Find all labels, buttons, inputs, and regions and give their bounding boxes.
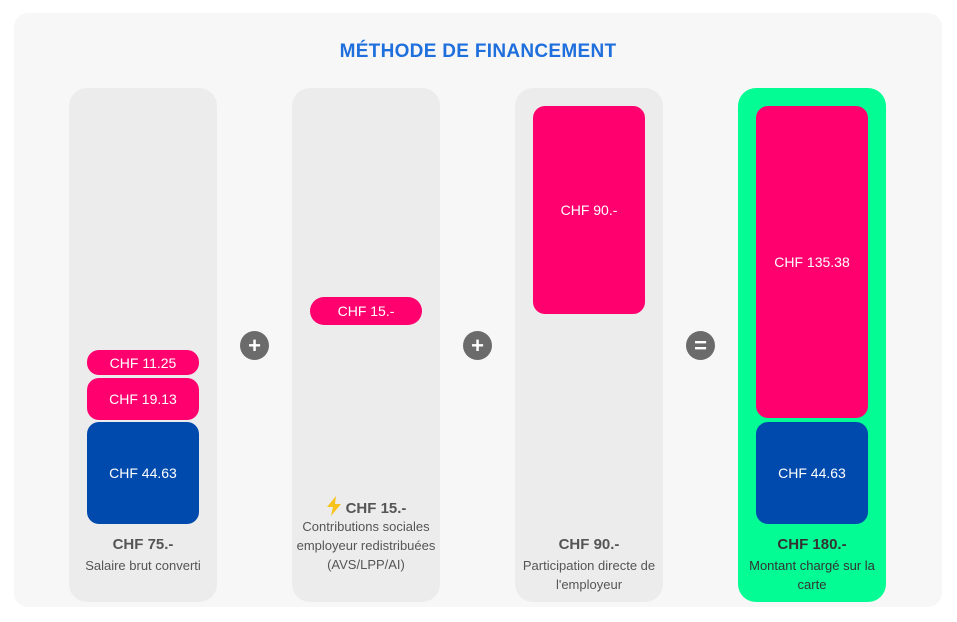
page-title: MÉTHODE DE FINANCEMENT (339, 41, 617, 62)
amount-block: CHF 135.38 (756, 106, 868, 418)
column-total-row: CHF 15.- (292, 496, 440, 517)
column-total: CHF 180.- (777, 536, 847, 553)
column-description: Salaire brut converti (85, 558, 201, 573)
financing-panel: MÉTHODE DE FINANCEMENT CHF 11.25 CHF 19.… (14, 13, 942, 607)
amount-block: CHF 44.63 (87, 422, 199, 524)
lightning-icon (326, 496, 341, 516)
amount-block: CHF 15.- (310, 297, 422, 325)
column-gross-salary: CHF 11.25 CHF 19.13 CHF 44.63 CHF 75.- S… (69, 88, 217, 602)
column-description: Contributions sociales employeur redistr… (296, 519, 436, 572)
column-description: Participation directe de l'employeur (522, 558, 656, 592)
amount-block: CHF 90.- (533, 106, 645, 314)
column-total: CHF 90.- (558, 536, 620, 553)
amount-block: CHF 44.63 (756, 422, 868, 524)
column-social-contributions: CHF 15.- CHF 15.- Contributions sociales… (292, 88, 440, 602)
equals-icon: = (686, 331, 715, 360)
column-employer-participation: CHF 90.- CHF 90.- Participation directe … (515, 88, 663, 602)
plus-icon: + (463, 331, 492, 360)
column-total: CHF 75.- (112, 536, 174, 553)
amount-block: CHF 11.25 (87, 350, 199, 375)
column-total: CHF 15.- (345, 500, 407, 517)
column-description: Montant chargé sur la carte (749, 558, 875, 592)
column-card-total: CHF 135.38 CHF 44.63 CHF 180.- Montant c… (738, 88, 886, 602)
amount-block: CHF 19.13 (87, 378, 199, 420)
plus-icon: + (240, 331, 269, 360)
